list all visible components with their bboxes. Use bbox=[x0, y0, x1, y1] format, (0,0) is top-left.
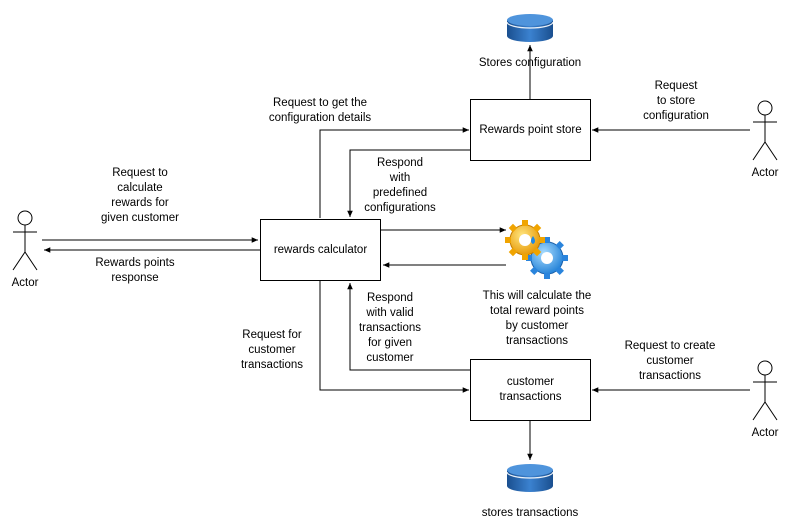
actor-bottom-right-label: Actor bbox=[751, 427, 779, 439]
customer-transactions-box[interactable]: customer transactions bbox=[470, 359, 591, 421]
label-respond-valid: Respond with valid transactions for give… bbox=[358, 292, 421, 364]
label-calc-note: This will calculate the total reward poi… bbox=[482, 290, 592, 347]
label-request-customer-tx: Request for customer transactions bbox=[240, 329, 303, 371]
rewards-calculator-box[interactable]: rewards calculator bbox=[260, 219, 381, 281]
actor-top-right-figure bbox=[752, 100, 778, 161]
gears-icon bbox=[505, 220, 568, 279]
rewards-point-store-box[interactable]: Rewards point store bbox=[470, 99, 591, 161]
transactions-db-label: stores transactions bbox=[481, 507, 579, 519]
edge-store-to-calculator bbox=[347, 149, 470, 217]
config-db-label: Stores configuration bbox=[478, 57, 582, 69]
edge-transactions-to-calculator bbox=[347, 283, 470, 371]
edge-calculator-to-transactions bbox=[319, 281, 469, 393]
label-request-config: Request to get the configuration details bbox=[268, 97, 372, 124]
database-config-icon bbox=[506, 14, 554, 42]
label-respond-predefined: Respond with predefined configurations bbox=[364, 157, 436, 214]
label-request-calculate: Request to calculate rewards for given c… bbox=[101, 167, 179, 224]
edge-calculator-to-store bbox=[319, 127, 469, 218]
label-request-store: Request to store configuration bbox=[643, 80, 709, 122]
edges bbox=[42, 45, 750, 460]
actor-left-figure bbox=[12, 210, 38, 271]
actor-top-right-label: Actor bbox=[751, 167, 779, 179]
label-rewards-response: Rewards points response bbox=[95, 257, 175, 284]
actor-bottom-right-figure bbox=[752, 360, 778, 421]
actor-left-label: Actor bbox=[11, 277, 39, 289]
label-request-create: Request to create customer transactions bbox=[624, 340, 716, 382]
database-transactions-icon bbox=[506, 464, 554, 492]
